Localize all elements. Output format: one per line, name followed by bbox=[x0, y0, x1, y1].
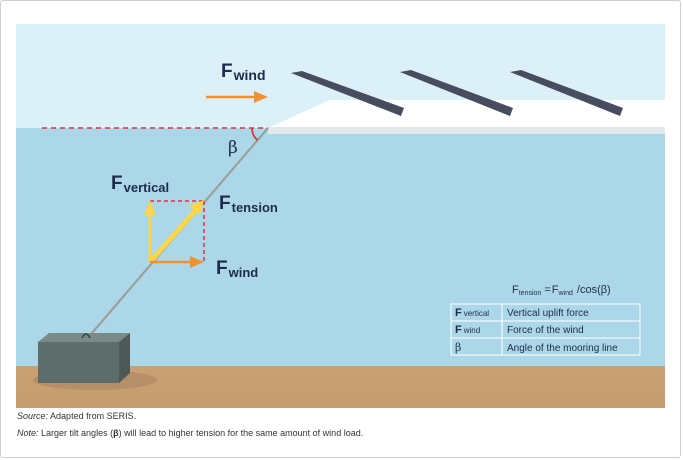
wind-arrow-top bbox=[206, 91, 268, 103]
floating-platform bbox=[268, 100, 665, 128]
force-diagram bbox=[144, 200, 205, 268]
solar-panel bbox=[291, 71, 404, 116]
legend-description: Angle of the mooring line bbox=[507, 343, 618, 354]
source-caption: Source: Adapted from SERIS. bbox=[17, 411, 136, 421]
anchor-side bbox=[119, 333, 130, 383]
angle-arc bbox=[251, 127, 259, 141]
note-text: ) will lead to higher tension for the sa… bbox=[118, 428, 364, 438]
anchor-loop bbox=[81, 333, 91, 339]
note-text: Larger tilt angles ( bbox=[41, 428, 114, 438]
label-f-wind-bottom: Fwind bbox=[216, 258, 258, 280]
formula: Ftension=Fwind/cos(β) bbox=[512, 284, 611, 297]
label-beta: β bbox=[228, 138, 238, 158]
note-label: Note: bbox=[17, 428, 39, 438]
source-text: Adapted from SERIS. bbox=[50, 411, 137, 421]
label-f-vertical: Fvertical bbox=[111, 173, 169, 195]
wind-force-arrowhead bbox=[190, 256, 204, 268]
source-label: Source: bbox=[17, 411, 49, 421]
anchor-top bbox=[38, 333, 130, 342]
legend-description: Vertical uplift force bbox=[507, 308, 589, 319]
anchor-front bbox=[38, 342, 119, 383]
note-beta: β bbox=[113, 428, 119, 438]
legend-symbol: β bbox=[455, 341, 461, 354]
tension-force-arrowhead bbox=[189, 200, 204, 215]
solar-panel bbox=[510, 70, 623, 116]
tension-force-arrow bbox=[148, 208, 198, 264]
solar-panel bbox=[400, 70, 513, 116]
vertical-force-arrowhead bbox=[144, 200, 156, 215]
label-f-wind-top: Fwind bbox=[221, 61, 266, 83]
water bbox=[16, 128, 665, 368]
anchor-block bbox=[33, 333, 157, 390]
note-caption: Note: Larger tilt angles (β) will lead t… bbox=[17, 428, 363, 438]
legend-description: Force of the wind bbox=[507, 325, 584, 336]
platform-edge bbox=[268, 127, 665, 134]
solar-panels bbox=[291, 70, 623, 116]
label-f-tension: Ftension bbox=[219, 193, 278, 215]
